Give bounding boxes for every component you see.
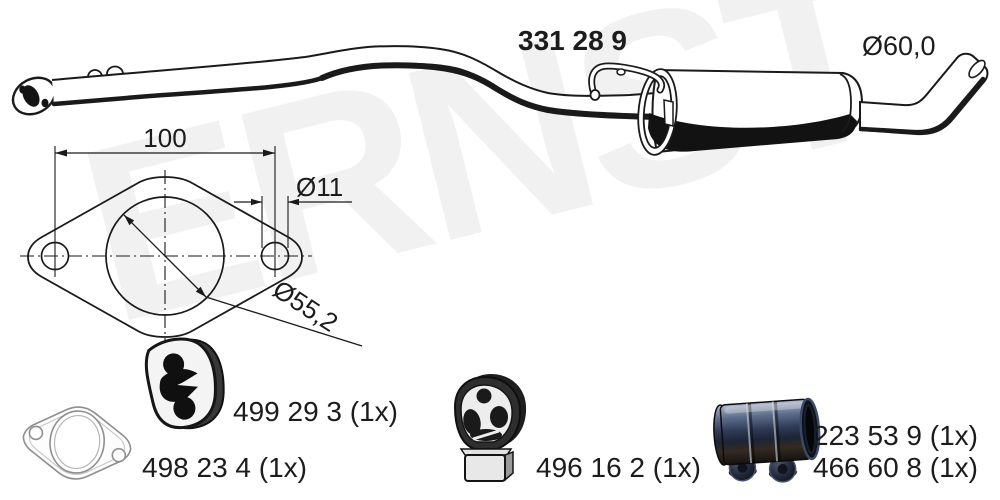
tail-pipe — [858, 52, 989, 136]
label-rubber-mount-499: 499 29 3 (1x) — [233, 396, 398, 427]
inlet-flange — [11, 76, 57, 116]
dim-552 — [123, 214, 363, 347]
part-number: 331 28 9 — [518, 25, 627, 56]
muffler — [637, 68, 864, 156]
dim-100 — [54, 146, 276, 277]
front-pipe — [51, 45, 661, 120]
dim-100-label: 100 — [143, 123, 187, 153]
gasket-illustration — [22, 406, 132, 480]
dim-11 — [234, 196, 352, 248]
tail-diameter-label: Ø60,0 — [862, 31, 936, 61]
flange-drawing — [20, 170, 312, 344]
rubber-mount-496-illustration — [453, 374, 527, 482]
label-gasket-498: 498 23 4 (1x) — [142, 452, 307, 483]
label-rubber-mount-496: 496 16 2 (1x) — [536, 452, 701, 483]
dim-11-label: Ø11 — [296, 172, 344, 202]
label-clamp-bolt-466: 466 60 8 (1x) — [813, 452, 978, 483]
pipe-clamp-illustration — [713, 397, 821, 483]
rubber-mount-499-illustration — [144, 337, 225, 430]
hanger-bracket — [588, 62, 665, 101]
label-pipe-clamp-223: 223 53 9 (1x) — [813, 420, 978, 451]
